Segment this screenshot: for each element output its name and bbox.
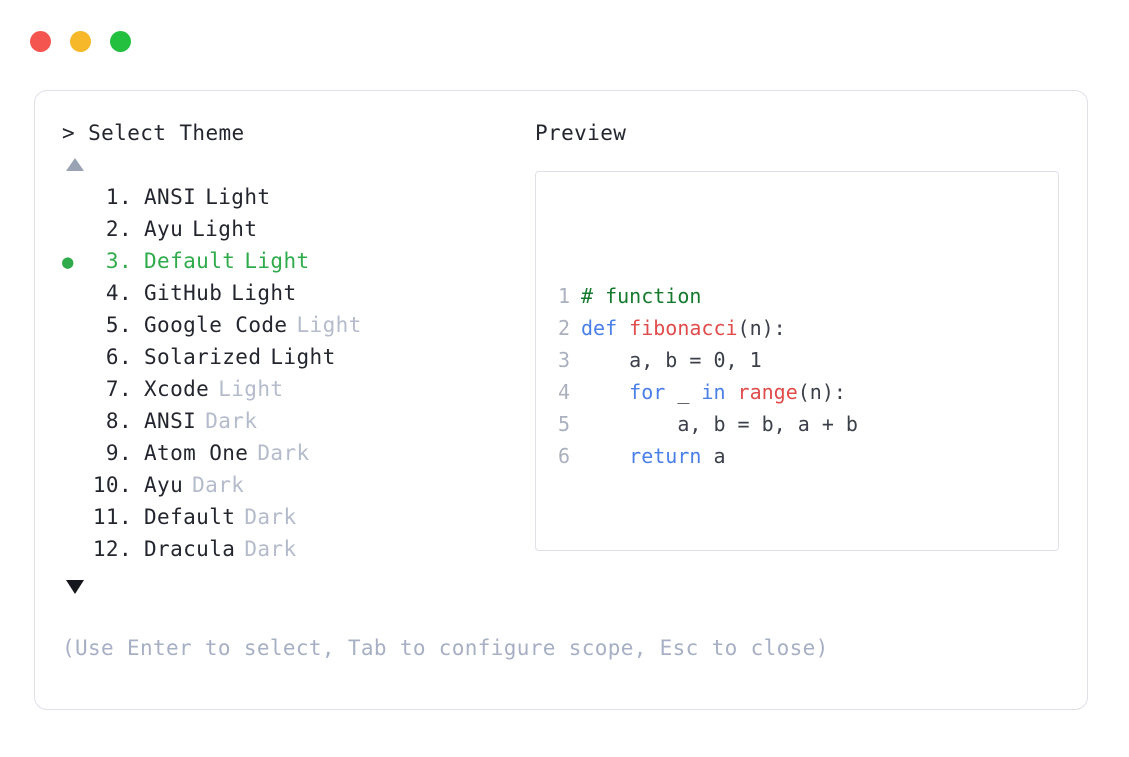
token-punct: (n): bbox=[737, 316, 786, 340]
code-line: 1 # function bbox=[548, 280, 1058, 312]
theme-item-variant: Light bbox=[192, 217, 258, 241]
line-number: 2 bbox=[557, 316, 570, 340]
theme-item-name: Atom One bbox=[144, 441, 249, 465]
theme-list-item[interactable]: 9. Atom One Dark bbox=[62, 441, 532, 473]
theme-item-index: 11. bbox=[92, 505, 132, 529]
theme-list-item[interactable]: 10. Ayu Dark bbox=[62, 473, 532, 505]
token-func: fibonacci bbox=[629, 316, 738, 340]
theme-item-variant: Dark bbox=[244, 537, 297, 561]
theme-item-index: 12. bbox=[92, 537, 132, 561]
theme-item-name: Google Code bbox=[144, 313, 288, 337]
theme-item-index: 4. bbox=[105, 281, 132, 305]
theme-item-name: Default bbox=[144, 505, 236, 529]
close-button[interactable] bbox=[30, 31, 51, 52]
theme-list-item[interactable]: 6. Solarized Light bbox=[62, 345, 532, 377]
token-plain: _ bbox=[665, 380, 702, 404]
token-keyword: return bbox=[629, 444, 702, 468]
window-controls bbox=[30, 31, 131, 52]
keyboard-help-text: (Use Enter to select, Tab to configure s… bbox=[62, 636, 829, 660]
token-plain: a, b = 0, 1 bbox=[581, 348, 762, 372]
theme-item-index: 6. bbox=[105, 345, 132, 369]
line-number: 5 bbox=[557, 412, 570, 436]
theme-item-index: 3. bbox=[105, 249, 132, 273]
token-plain bbox=[581, 444, 629, 468]
line-number: 3 bbox=[557, 348, 570, 372]
theme-item-index: 10. bbox=[92, 473, 132, 497]
theme-item-name: GitHub bbox=[144, 281, 223, 305]
theme-item-name: ANSI bbox=[144, 185, 197, 209]
triangle-down-icon[interactable] bbox=[66, 580, 84, 594]
theme-item-name: Solarized bbox=[144, 345, 262, 369]
token-plain: a, b = b, a + b bbox=[581, 412, 858, 436]
minimize-button[interactable] bbox=[70, 31, 91, 52]
theme-list-item[interactable]: 5. Google Code Light bbox=[62, 313, 532, 345]
code-text: # function bbox=[581, 280, 701, 312]
theme-item-name: ANSI bbox=[144, 409, 197, 433]
theme-item-variant: Dark bbox=[244, 505, 297, 529]
theme-item-variant: Light bbox=[270, 345, 336, 369]
code-line: 5 a, b = b, a + b bbox=[548, 408, 1058, 440]
code-text: def fibonacci(n): bbox=[581, 312, 786, 344]
token-plain: a bbox=[701, 444, 726, 468]
theme-item-index: 2. bbox=[105, 217, 132, 241]
code-line: 6 return a bbox=[548, 440, 1058, 472]
token-keyword: in bbox=[701, 380, 738, 404]
theme-list-item[interactable]: 12. Dracula Dark bbox=[62, 537, 532, 569]
line-number: 6 bbox=[557, 444, 570, 468]
select-theme-prompt: > Select Theme bbox=[62, 121, 245, 145]
theme-item-variant: Light bbox=[244, 249, 310, 273]
theme-item-variant: Dark bbox=[257, 441, 310, 465]
theme-item-variant: Light bbox=[205, 185, 271, 209]
code-text: a, b = 0, 1 bbox=[581, 344, 762, 376]
theme-item-variant: Light bbox=[296, 313, 362, 337]
theme-item-name: Default bbox=[144, 249, 236, 273]
code-text: a, b = b, a + b bbox=[581, 408, 858, 440]
theme-list-item[interactable]: 7. Xcode Light bbox=[62, 377, 532, 409]
theme-item-index: 8. bbox=[105, 409, 132, 433]
token-keyword: for bbox=[629, 380, 666, 404]
token-punct: (n): bbox=[797, 380, 846, 404]
theme-list-item[interactable]: 11. Default Dark bbox=[62, 505, 532, 537]
theme-item-index: 1. bbox=[105, 185, 132, 209]
selected-bullet-icon: ● bbox=[62, 251, 74, 273]
code-text: return a bbox=[581, 440, 726, 472]
code-line: 3 a, b = 0, 1 bbox=[548, 344, 1058, 376]
token-func: range bbox=[737, 380, 798, 404]
theme-item-variant: Light bbox=[231, 281, 297, 305]
code-text: for _ in range(n): bbox=[581, 376, 846, 408]
line-number: 1 bbox=[557, 284, 570, 308]
theme-item-name: Ayu bbox=[144, 473, 184, 497]
theme-item-name: Dracula bbox=[144, 537, 236, 561]
triangle-up-icon[interactable] bbox=[66, 158, 84, 171]
theme-item-name: Xcode bbox=[144, 377, 210, 401]
code-line: 2 def fibonacci(n): bbox=[548, 312, 1058, 344]
theme-item-index: 9. bbox=[105, 441, 132, 465]
theme-list-item[interactable]: 2. Ayu Light bbox=[62, 217, 532, 249]
maximize-button[interactable] bbox=[110, 31, 131, 52]
theme-item-index: 7. bbox=[105, 377, 132, 401]
theme-item-variant: Dark bbox=[192, 473, 245, 497]
preview-heading: Preview bbox=[535, 121, 627, 145]
theme-item-name: Ayu bbox=[144, 217, 184, 241]
line-number: 4 bbox=[557, 380, 570, 404]
theme-item-variant: Dark bbox=[205, 409, 258, 433]
theme-list-item[interactable]: ● 3. Default Light bbox=[62, 249, 532, 281]
theme-item-variant: Light bbox=[218, 377, 284, 401]
code-line: 4 for _ in range(n): bbox=[548, 376, 1058, 408]
token-plain bbox=[581, 380, 629, 404]
theme-list-item[interactable]: 4. GitHub Light bbox=[62, 281, 532, 313]
theme-item-index: 5. bbox=[105, 313, 132, 337]
theme-list-item[interactable]: 8. ANSI Dark bbox=[62, 409, 532, 441]
token-comment: # function bbox=[581, 284, 702, 308]
token-keyword: def bbox=[581, 316, 630, 340]
theme-list-item[interactable]: 1. ANSI Light bbox=[62, 185, 532, 217]
